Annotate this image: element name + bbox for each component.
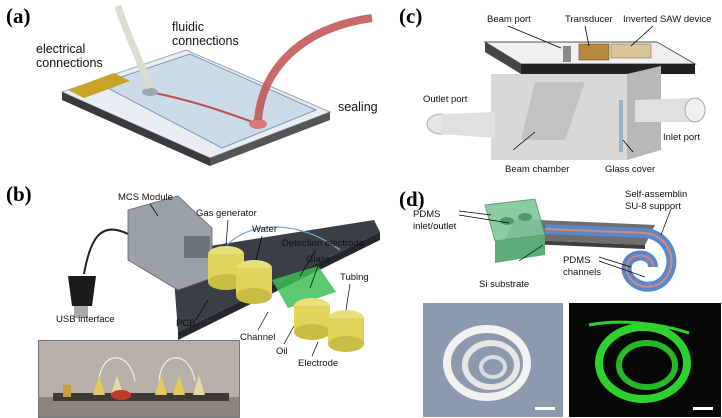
fluidic-connections-label: fluidic connections bbox=[172, 20, 239, 48]
usb-interface-label: USB interface bbox=[56, 314, 115, 325]
panel-b-label: (b) bbox=[6, 182, 32, 206]
transducer-label: Transducer bbox=[565, 14, 613, 25]
panel-c-illustration bbox=[426, 25, 706, 160]
oil-label: Oil bbox=[276, 346, 288, 357]
electrode-label: Electrode bbox=[298, 358, 339, 369]
fluorescence-coil-graphic bbox=[588, 320, 713, 410]
panel-b: (b) MCS Module Gas generator Water Detec… bbox=[0, 180, 395, 418]
sealing-label: sealing bbox=[338, 100, 378, 114]
self-assembling-support-label: Self-assemblin SU-8 support bbox=[625, 189, 688, 212]
panel-d-label: (d) bbox=[399, 187, 425, 211]
tubing-label: Tubing bbox=[340, 272, 369, 283]
panel-b-illustration bbox=[68, 195, 380, 357]
electrical-connections-label: electrical connections bbox=[36, 42, 103, 70]
glass-label: Glass bbox=[306, 254, 331, 265]
channel-label: Channel bbox=[240, 332, 276, 343]
panel-c: (c) Beam port Transducer Inverted SAW de… bbox=[395, 0, 722, 185]
beam-port-label: Beam port bbox=[487, 14, 531, 25]
mcs-module-label: MCS Module bbox=[118, 192, 173, 203]
pcb-label: PCB bbox=[176, 318, 196, 329]
brightfield-coil-graphic bbox=[443, 325, 555, 410]
panel-a-label: (a) bbox=[6, 4, 31, 28]
detection-electrode-label: Detection electrode bbox=[282, 238, 364, 249]
si-substrate-label: Si substrate bbox=[479, 279, 530, 290]
panel-c-label: (c) bbox=[399, 4, 423, 28]
panel-a: (a) electrical connections fluidic conne… bbox=[0, 0, 380, 170]
brightfield-photo bbox=[423, 303, 563, 417]
pdms-inlet-outlet-label: PDMS inlet/outlet bbox=[413, 209, 457, 232]
panel-a-illustration bbox=[60, 5, 373, 166]
inverted-saw-label: Inverted SAW device bbox=[623, 14, 712, 25]
device-photo-graphic bbox=[39, 357, 239, 417]
panel-d-illustration bbox=[458, 198, 677, 292]
fluorescence-photo bbox=[569, 303, 721, 417]
beam-chamber-label: Beam chamber bbox=[505, 164, 570, 175]
water-label: Water bbox=[252, 224, 277, 235]
gas-generator-label: Gas generator bbox=[196, 208, 257, 219]
device-photo-inset bbox=[38, 340, 240, 418]
outlet-port-label: Outlet port bbox=[423, 94, 468, 105]
glass-cover-label: Glass cover bbox=[605, 164, 656, 175]
inlet-port-label: Inlet port bbox=[663, 132, 700, 143]
panel-d: (d) PDMS inlet/outlet Self-assemblin SU-… bbox=[395, 185, 722, 418]
pdms-channels-label: PDMS channels bbox=[563, 255, 602, 278]
